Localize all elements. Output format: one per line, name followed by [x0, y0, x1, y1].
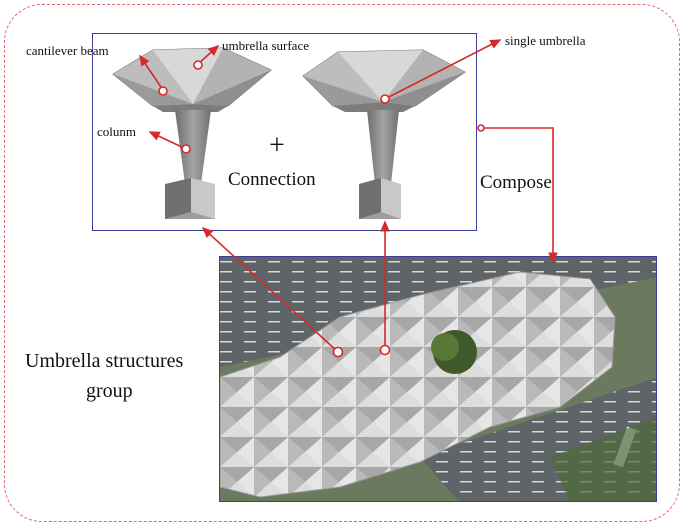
plus-sign: +: [269, 130, 285, 161]
connection-label: Connection: [228, 169, 316, 190]
umbrella-surface-label: umbrella surface: [222, 38, 309, 53]
compose-label: Compose: [480, 172, 552, 193]
left-umbrella-model: [112, 47, 272, 219]
umbrella-components-box: + Connection: [92, 33, 477, 231]
umbrella-models-svg: [112, 47, 466, 219]
cantilever-beam-label: cantilever beam: [26, 43, 109, 58]
aerial-photo: [220, 257, 656, 501]
single-umbrella-label: single umbrella: [505, 33, 586, 48]
column-label: colunm: [97, 124, 136, 139]
dashed-outer-frame: [4, 4, 680, 522]
aerial-photo-box: [219, 256, 657, 502]
group-label-line1: Umbrella structures: [25, 350, 184, 372]
group-label-line2: group: [86, 380, 133, 402]
right-umbrella-model: [302, 49, 466, 219]
